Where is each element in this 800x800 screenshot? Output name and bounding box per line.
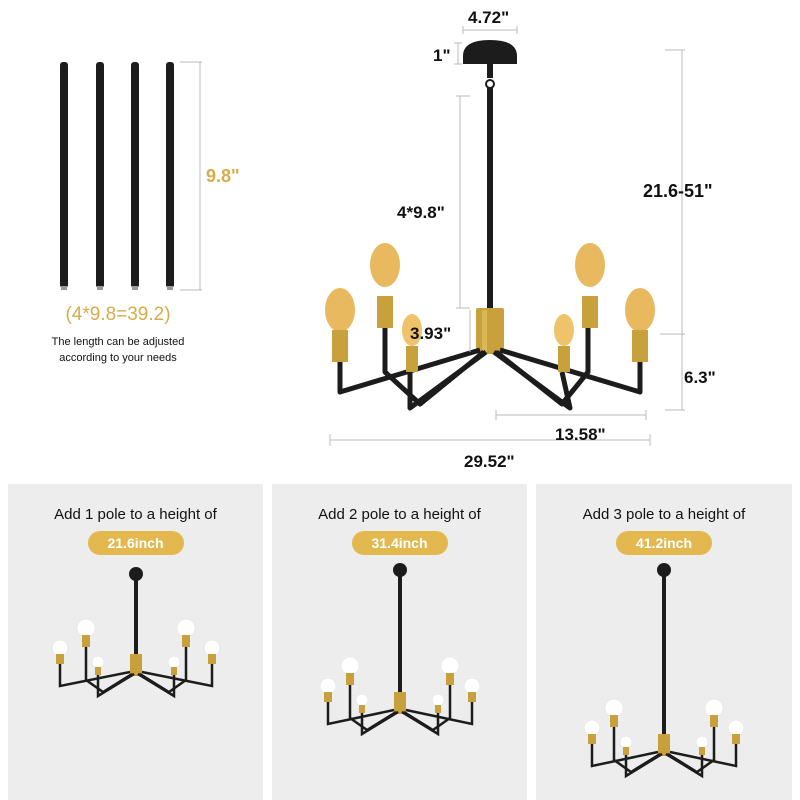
pole-2 (96, 62, 104, 288)
canopy-width-label: 4.72" (468, 8, 510, 27)
bulb-3 (402, 314, 422, 372)
height-pill: 41.2inch (616, 531, 712, 555)
bulb-6 (625, 288, 655, 362)
bulb-5 (575, 243, 605, 328)
pole-height-label: 9.8" (206, 166, 240, 186)
pole-dimension-line (180, 61, 202, 291)
overall-width-label: 29.52" (464, 452, 515, 471)
dimension-lines (329, 26, 685, 446)
bulb-1 (325, 288, 355, 362)
pole-1 (60, 62, 68, 288)
panel-title: Add 3 pole to a height of (582, 506, 746, 523)
pole-3 (131, 62, 139, 288)
chandelier-diagram (325, 26, 685, 446)
height-pill: 21.6inch (87, 531, 184, 555)
adjust-note: The length can be adjusted according to … (0, 334, 236, 366)
bulb-4 (554, 314, 574, 372)
height-panel-2: Add 2 pole to a height of 31.4inch (272, 484, 527, 800)
rod-length-label: 4*9.8" (397, 203, 445, 222)
chandelier-small-3 (583, 563, 745, 779)
arms (337, 326, 643, 411)
canopy (463, 40, 517, 64)
bulbs (325, 243, 655, 372)
inner-width-label: 13.58" (555, 425, 606, 444)
height-panel-1: Add 1 pole to a height of 21.6inch (8, 484, 263, 800)
extension-poles (60, 61, 202, 291)
arm-height-label: 6.3" (684, 368, 716, 387)
adjust-note-line-1: The length can be adjusted (51, 336, 185, 348)
pole-4 (166, 62, 174, 288)
bulb-2 (370, 243, 400, 328)
canopy-height-label: 1" (433, 46, 451, 65)
panel-title: Add 1 pole to a height of (54, 506, 217, 523)
height-panel-3: Add 3 pole to a height of 41.2inch (536, 484, 792, 800)
chandelier-small-1 (51, 567, 221, 699)
chandelier-small-2 (319, 563, 481, 737)
overall-height-label: 21.6-51" (643, 181, 713, 201)
hub-height-label: 3.93" (410, 324, 452, 343)
center-rod (487, 88, 493, 310)
gold-hub (476, 308, 504, 354)
adjust-note-line-2: according to your needs (59, 352, 177, 364)
height-pill: 31.4inch (351, 531, 448, 555)
pole-total-label: (4*9.8=39.2) (65, 304, 171, 325)
panel-title: Add 2 pole to a height of (318, 506, 481, 523)
